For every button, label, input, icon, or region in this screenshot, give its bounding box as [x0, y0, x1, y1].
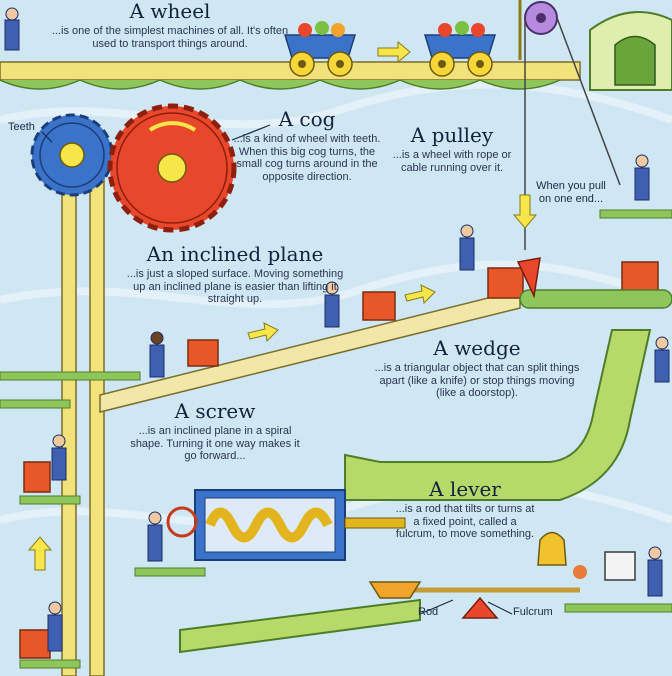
- cog-title: A cog: [278, 107, 336, 131]
- wedge-shape: [516, 257, 541, 299]
- teeth-label: Teeth: [8, 121, 35, 133]
- lever-platform: [564, 603, 672, 613]
- inclined-plane-label: An inclined plane ...is just a sloped su…: [120, 243, 350, 306]
- wedge-conveyor: [519, 289, 672, 309]
- box-orange: [487, 267, 524, 299]
- pull-note: When you pull on one end...: [536, 180, 606, 205]
- worker: [4, 7, 670, 652]
- screw-title: A screw: [174, 399, 256, 423]
- pulley-title: A pulley: [410, 123, 494, 147]
- pulley-desc: ...is a wheel with rope or cable running…: [392, 149, 512, 174]
- wedge-label: A wedge ...is a triangular object that c…: [372, 337, 582, 400]
- control-box: [604, 551, 636, 581]
- wheel-title: A wheel: [129, 0, 211, 23]
- fulcrum-label: Fulcrum: [513, 606, 553, 618]
- inclined-plane-ramp: [99, 289, 521, 413]
- arrow-right-icon: [377, 40, 411, 64]
- big-red-cog: [107, 103, 237, 233]
- lever-title: A lever: [429, 477, 501, 501]
- bottom-pipe: [179, 598, 421, 654]
- box-orange: [23, 461, 51, 493]
- inclined-plane-title: An inclined plane: [146, 242, 324, 266]
- screw-label: A screw ...is an inclined plane in a spi…: [125, 400, 305, 463]
- arrow-up-icon: [27, 536, 53, 571]
- cart-1: [283, 21, 357, 77]
- screw-machine: [166, 489, 406, 561]
- cart-2: [423, 21, 497, 77]
- wedge-title: A wedge: [433, 336, 521, 360]
- arrow-down-icon: [512, 194, 538, 229]
- wheel-label: A wheel ...is one of the simplest machin…: [40, 0, 300, 50]
- box-orange: [19, 629, 51, 659]
- cog-desc: ...is a kind of wheel with teeth. When t…: [233, 133, 381, 183]
- box-orange: [362, 291, 396, 321]
- pulley-wheel: [518, 0, 621, 250]
- cog-label: A cog ...is a kind of wheel with teeth. …: [232, 108, 382, 184]
- lever-assembly: [368, 531, 587, 619]
- worker-platform-right: [599, 209, 672, 219]
- screw-desc: ...is an inclined plane in a spiral shap…: [130, 425, 300, 463]
- green-slide-pipe: [344, 329, 652, 501]
- rod-label: Rod: [418, 606, 439, 618]
- screw-platform: [134, 567, 206, 577]
- box-orange: [621, 261, 659, 293]
- box-orange: [187, 339, 219, 367]
- left-tower: [0, 149, 141, 676]
- wheel-desc: ...is one of the simplest machines of al…: [51, 25, 289, 50]
- small-blue-cog: [30, 113, 114, 197]
- lever-desc: ...is a rod that tilts or turns at a fix…: [395, 503, 535, 541]
- wedge-desc: ...is a triangular object that can split…: [374, 362, 580, 400]
- green-building: [589, 11, 672, 91]
- arrow-right-icon-3: [404, 284, 436, 305]
- arrow-right-icon-2: [247, 322, 279, 343]
- inclined-plane-desc: ...is just a sloped surface. Moving some…: [126, 268, 344, 306]
- lever-label: A lever ...is a rod that tilts or turns …: [395, 478, 535, 541]
- pulley-label: A pulley ...is a wheel with rope or cabl…: [392, 124, 512, 174]
- pointer-lines: [41, 124, 513, 615]
